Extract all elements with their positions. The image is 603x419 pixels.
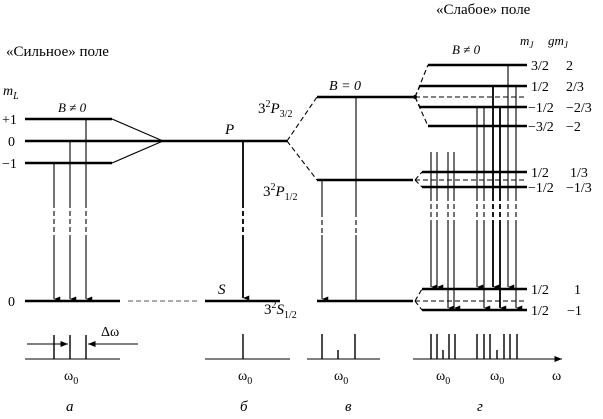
converge-line-lower [111, 140, 164, 164]
ml-level-minus1: −1 [2, 157, 17, 172]
gmj-label: −1 [567, 304, 582, 319]
mj-label: 1/2 [531, 304, 549, 319]
spectrum-g: ω0 ω0 ω г [413, 334, 562, 415]
gmj-label: −1/3 [566, 181, 592, 196]
term-3p32-label: 32P3/2 [258, 99, 292, 120]
gmj-label: −2 [566, 120, 581, 135]
gmj-column-header: gmJ [548, 33, 569, 50]
mj-label: −1/2 [528, 101, 554, 116]
ml-level-plus1: +1 [2, 113, 17, 128]
gmj-label: 1 [574, 283, 581, 298]
omega0-label-v: ω0 [334, 369, 348, 387]
gmj-label: −2/3 [566, 101, 592, 116]
ml-level-0: 0 [8, 135, 15, 150]
mj-label: 3/2 [531, 59, 549, 74]
b-zero-label: B = 0 [329, 79, 361, 94]
p-level-label: P [224, 122, 234, 138]
b-nonzero-label-a: B ≠ 0 [58, 100, 87, 115]
weak-field-title: «Слабое» поле [436, 2, 531, 18]
mj-label: 1/2 [531, 166, 549, 181]
mj-label: 1/2 [531, 80, 549, 95]
omega0-label-g1: ω0 [436, 369, 450, 387]
term-3p12-label: 32P1/2 [263, 182, 297, 203]
omega0-label-a: ω0 [64, 369, 78, 387]
transitions-g-p32 [476, 65, 523, 311]
panel-v-fine-structure: B = 0 32P3/2 32P1/2 32S1/2 ω0 в [258, 79, 413, 415]
level-labels-g: 3/2 2 1/2 2/3 −1/2 −2/3 −3/2 −2 1/2 1/3 … [528, 59, 592, 319]
panel-b-no-spin: P S ω0 б [163, 122, 290, 415]
s-level-label: S [218, 282, 226, 298]
ml-axis-label: mL [3, 84, 19, 102]
caption-g: г [477, 399, 483, 415]
panel-a-strong-field: «Сильное» поле mL B ≠ 0 +1 0 −1 0 [2, 44, 197, 415]
caption-b: б [240, 399, 248, 415]
transitions-a [53, 119, 93, 302]
ml-ground-level-0: 0 [8, 295, 15, 310]
omega-axis-label: ω [552, 369, 561, 384]
panel-g-weak-field: «Слабое» поле B ≠ 0 mJ gmJ [413, 2, 592, 415]
caption-a: а [66, 399, 74, 415]
delta-omega-label: Δω [101, 325, 119, 340]
spectrum-a: Δω ω0 а [25, 325, 138, 415]
transitions-g-p12 [430, 152, 461, 311]
gmj-label: 2/3 [566, 80, 584, 95]
mj-label: −1/2 [528, 181, 554, 196]
term-3s12-label: 32S1/2 [264, 300, 297, 321]
fan-connectors [413, 64, 527, 311]
b-nonzero-label-g: B ≠ 0 [452, 42, 481, 57]
spectrum-v: ω0 в [307, 334, 380, 415]
omega0-label-g2: ω0 [490, 369, 504, 387]
strong-field-title: «Сильное» поле [6, 44, 109, 60]
mj-column-header: mJ [520, 33, 534, 50]
split-connector-lower [286, 140, 318, 181]
gmj-label: 1/3 [570, 166, 588, 181]
transitions-v [321, 97, 357, 302]
converge-line-upper [111, 118, 164, 142]
spectrum-b: ω0 б [205, 334, 290, 415]
mj-label: 1/2 [531, 283, 549, 298]
gmj-label: 2 [566, 59, 573, 74]
omega0-label-b: ω0 [238, 369, 252, 387]
caption-v: в [345, 399, 352, 415]
split-connector-upper [286, 96, 318, 142]
mj-label: −3/2 [528, 120, 554, 135]
